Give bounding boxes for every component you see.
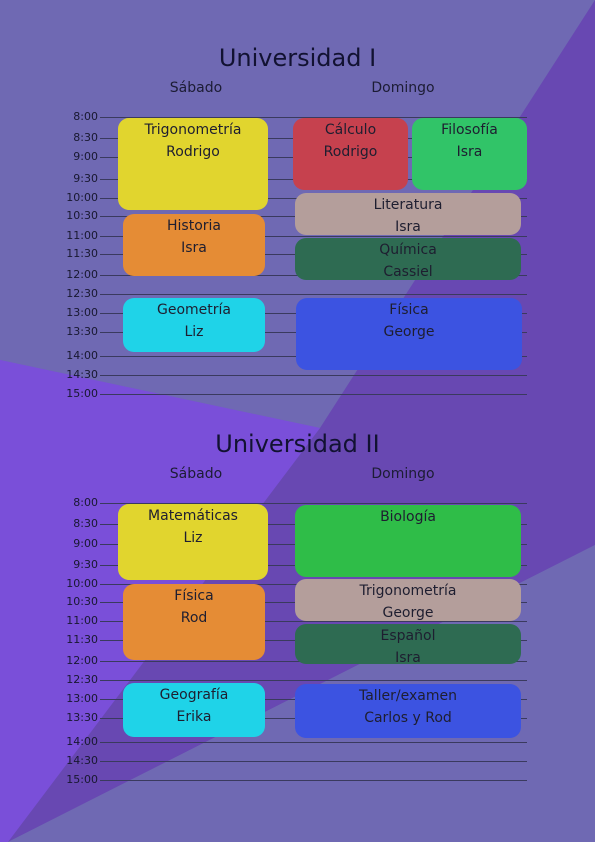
class-subject: Cálculo (324, 122, 377, 138)
day-header-sunday: Domingo (371, 80, 435, 96)
class-subject: Filosofía (441, 122, 498, 138)
time-label: 10:00 (66, 577, 98, 590)
time-gridline (100, 742, 527, 743)
class-subject: Taller/examen (358, 688, 458, 704)
time-label: 9:00 (73, 150, 98, 163)
day-header-saturday: Sábado (169, 80, 223, 96)
time-gridline (100, 780, 527, 781)
time-gridline (100, 236, 527, 237)
time-label: 9:30 (73, 558, 98, 571)
time-label: 11:30 (66, 633, 98, 646)
time-label: 12:00 (66, 654, 98, 667)
time-gridline (100, 294, 527, 295)
time-label: 10:00 (66, 191, 98, 204)
time-label: 12:00 (66, 268, 98, 281)
class-subject: Biología (380, 509, 436, 525)
time-label: 8:30 (73, 131, 98, 144)
time-label: 15:00 (66, 773, 98, 786)
time-gridline (100, 503, 527, 504)
time-label: 9:30 (73, 172, 98, 185)
time-gridline (100, 117, 527, 118)
class-teacher: Erika (176, 709, 212, 725)
class-teacher: Liz (183, 530, 203, 546)
class-teacher: Liz (184, 324, 204, 340)
page-title: Universidad II (215, 430, 380, 458)
day-header-sunday: Domingo (371, 466, 435, 482)
time-gridline (100, 375, 527, 376)
class-teacher: George (382, 605, 434, 621)
time-label: 13:00 (66, 692, 98, 705)
class-subject: Física (389, 302, 429, 318)
class-subject: Geometría (157, 302, 231, 318)
class-subject: Historia (167, 218, 221, 234)
day-header-saturday: Sábado (169, 466, 223, 482)
class-teacher: Carlos y Rod (364, 710, 452, 726)
time-label: 10:30 (66, 209, 98, 222)
time-gridline (100, 680, 527, 681)
class-subject: Química (379, 242, 437, 258)
time-label: 14:00 (66, 349, 98, 362)
class-teacher: Isra (456, 144, 483, 160)
class-subject: Trigonometría (359, 583, 457, 599)
class-teacher: Rodrigo (166, 144, 220, 160)
class-teacher: Isra (395, 219, 421, 235)
class-subject: Literatura (373, 197, 443, 213)
class-teacher: Cassiel (383, 264, 433, 280)
time-label: 15:00 (66, 387, 98, 400)
time-gridline (100, 621, 527, 622)
time-label: 11:00 (66, 229, 98, 242)
time-label: 8:00 (73, 110, 98, 123)
page-title: Universidad I (218, 44, 377, 72)
time-label: 8:30 (73, 517, 98, 530)
time-label: 13:00 (66, 306, 98, 319)
time-label: 12:30 (66, 287, 98, 300)
time-label: 10:30 (66, 595, 98, 608)
class-teacher: Rodrigo (323, 144, 378, 160)
time-gridline (100, 761, 527, 762)
class-block: Biología (295, 505, 521, 577)
time-label: 13:30 (66, 711, 98, 724)
time-label: 14:30 (66, 368, 98, 381)
time-label: 12:30 (66, 673, 98, 686)
time-label: 9:00 (73, 537, 98, 550)
class-teacher: Isra (395, 650, 421, 666)
class-teacher: Isra (181, 240, 207, 256)
time-gridline (100, 394, 527, 395)
time-label: 11:00 (66, 614, 98, 627)
class-teacher: George (383, 324, 435, 340)
class-subject: Trigonometría (144, 122, 242, 138)
class-subject: Español (380, 628, 436, 644)
class-subject: Física (174, 588, 214, 604)
time-label: 11:30 (66, 247, 98, 260)
time-label: 13:30 (66, 325, 98, 338)
class-subject: Matemáticas (148, 508, 238, 524)
class-subject: Geografía (159, 687, 229, 703)
time-label: 14:00 (66, 735, 98, 748)
time-label: 14:30 (66, 754, 98, 767)
class-teacher: Rod (180, 610, 208, 626)
time-label: 8:00 (73, 496, 98, 509)
